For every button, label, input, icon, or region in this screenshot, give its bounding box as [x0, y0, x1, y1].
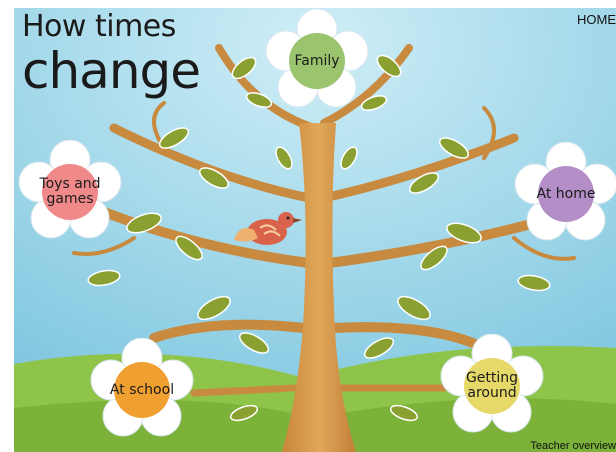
flower-center [114, 362, 170, 418]
flower-center [464, 358, 520, 414]
home-link[interactable]: HOME [577, 12, 616, 27]
flower-label-family: Family [294, 52, 340, 69]
bird [234, 212, 302, 245]
flower-icon [440, 334, 544, 433]
teacher-overview-link[interactable]: Teacher overview [530, 440, 616, 452]
flower-toys-and-games[interactable]: Toys and games [18, 140, 122, 244]
flower-icon [514, 142, 616, 241]
page-title-large: change [22, 42, 201, 100]
tree-trunk [282, 123, 356, 452]
tree-leaves [87, 54, 551, 422]
flower-center [289, 33, 345, 89]
page-title: How times [22, 9, 176, 44]
flower-icon [90, 338, 194, 437]
flower-getting-around[interactable]: Getting around [440, 334, 544, 438]
flower-icon [18, 140, 122, 239]
tree-branches [72, 44, 576, 397]
flower-at-home[interactable]: At home [514, 142, 616, 246]
flower-center [42, 164, 98, 220]
flower-label-toys-and-games: Toys and games [39, 176, 101, 207]
flower-label-getting-around: Getting around [465, 370, 519, 401]
flower-label-at-home: At home [536, 185, 596, 202]
flower-label-at-school: At school [109, 381, 175, 398]
flower-center [538, 166, 594, 222]
flower-icon [265, 9, 369, 108]
app-canvas: How times change HOME Family Toys and ga… [14, 8, 616, 452]
flower-at-school[interactable]: At school [90, 338, 194, 442]
flower-family[interactable]: Family [265, 9, 369, 113]
